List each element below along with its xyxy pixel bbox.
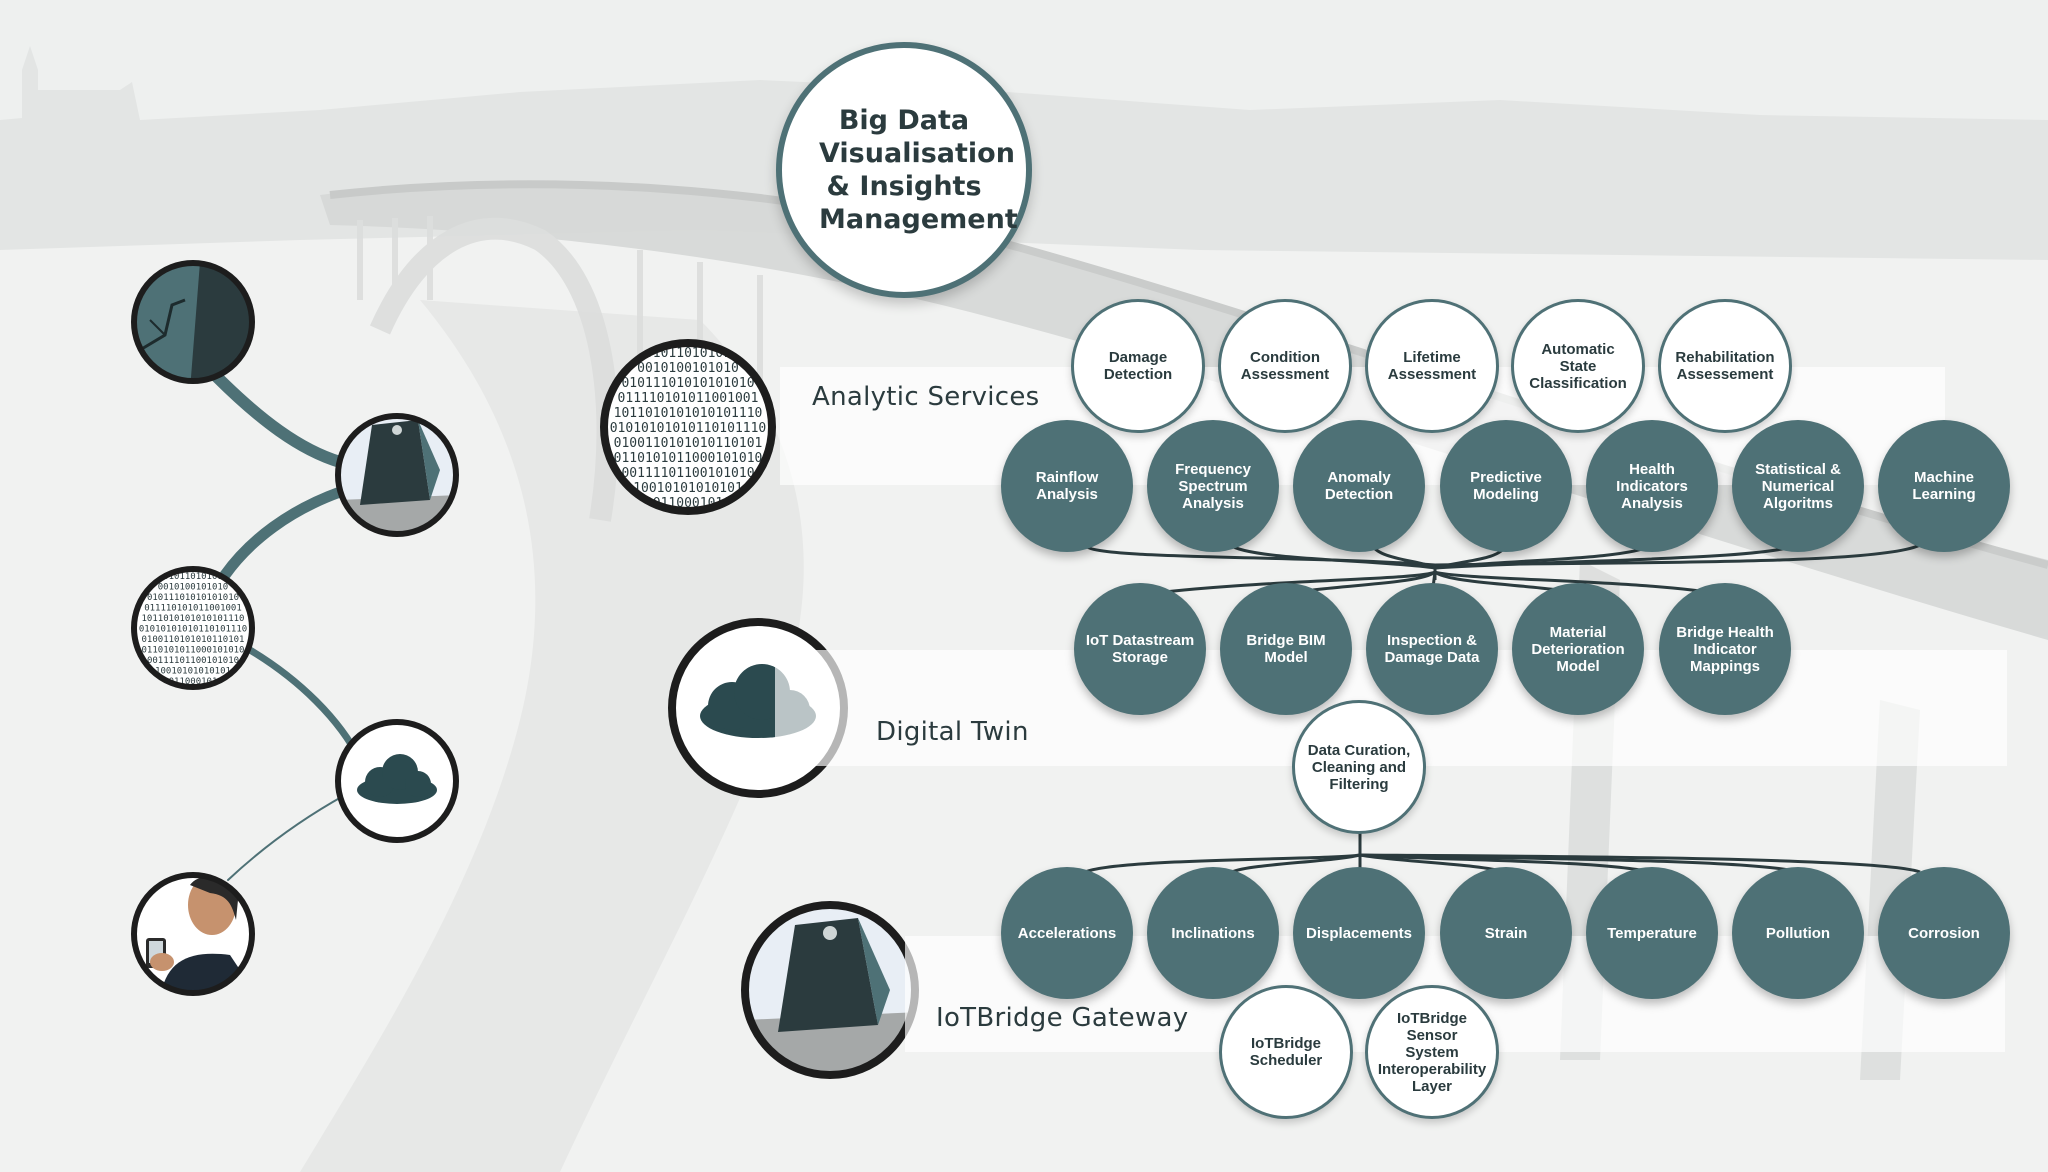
user-phone-icon xyxy=(131,872,255,996)
sensor-bubble: Temperature xyxy=(1586,867,1718,999)
sensor-label: Displacements xyxy=(1306,924,1412,942)
center-title-bubble: Big Data Visualisation & Insights Manage… xyxy=(776,42,1032,298)
cloud-icon xyxy=(335,719,459,843)
binary-line: 10010101010101 xyxy=(155,667,231,677)
assessment-bubble: Damage Detection xyxy=(1071,299,1205,433)
gateway-component-label: IoTBridge Sensor System Interoperability… xyxy=(1377,1009,1487,1095)
binary-line: 0100110101010110101 xyxy=(142,635,245,645)
gateway-label: IoTBridge Gateway xyxy=(936,1003,1189,1033)
analytic-method-bubble: Machine Learning xyxy=(1878,420,2010,552)
analytic-method-bubble: Frequency Spectrum Analysis xyxy=(1147,420,1279,552)
center-title: Big Data Visualisation & Insights Manage… xyxy=(819,105,1018,235)
digital-twin-model-bubble: Bridge BIM Model xyxy=(1220,583,1352,715)
binary-line: 01011101010101010 xyxy=(147,593,239,603)
binary-line: 1011010101010101110 xyxy=(614,406,763,421)
gateway-device-icon xyxy=(741,901,919,1079)
sensor-label: Strain xyxy=(1484,924,1528,942)
binary-line: 0110101011000101010 xyxy=(142,646,245,656)
sensor-bubble: Pollution xyxy=(1732,867,1864,999)
sensor-label: Accelerations xyxy=(1017,924,1117,942)
assessment-bubble: Lifetime Assessment xyxy=(1365,299,1499,433)
analytic-method-label: Frequency Spectrum Analysis xyxy=(1175,460,1251,512)
left-chain-icons: 0101101010100101001010100101110101010101… xyxy=(131,260,459,996)
binary-line: 01010101010110101110 xyxy=(610,421,767,436)
binary-line: 0010100101010 xyxy=(637,361,739,376)
sensor-label: Pollution xyxy=(1765,924,1831,942)
assessment-label: Condition Assessment xyxy=(1240,349,1330,383)
digital-twin-model-label: Bridge BIM Model xyxy=(1246,632,1326,666)
binary-line: 1011010101010101110 xyxy=(142,614,245,624)
binary-line: 0100110101010110101 xyxy=(614,436,763,451)
binary-line: 01010101010110101110 xyxy=(139,625,247,635)
binary-line: 01011101010101010 xyxy=(621,376,754,391)
analytic-method-bubble: Anomaly Detection xyxy=(1293,420,1425,552)
sensor-bubble: Inclinations xyxy=(1147,867,1279,999)
analytic-method-bubble: Predictive Modeling xyxy=(1440,420,1572,552)
binary-line: 0010100101010 xyxy=(158,583,228,593)
analytic-method-label: Health Indicators Analysis xyxy=(1616,460,1688,512)
assessment-label: Rehabilitation Assessement xyxy=(1675,349,1775,383)
binary-line: 01011010101 xyxy=(163,572,223,582)
binary-line: 00110001010 xyxy=(163,677,223,687)
analytic-method-label: Anomaly Detection xyxy=(1324,469,1394,503)
binary-data-icon: 0101101010100101001010100101110101010101… xyxy=(131,566,255,690)
digital-twin-model-label: Material Deterioration Model xyxy=(1531,623,1625,675)
sensor-bubble: Strain xyxy=(1440,867,1572,999)
analytic-method-label: Predictive Modeling xyxy=(1470,469,1542,503)
assessment-bubble: Rehabilitation Assessement xyxy=(1658,299,1792,433)
binary-line: 00111101100101010 xyxy=(147,656,239,666)
analytic-method-bubble: Health Indicators Analysis xyxy=(1586,420,1718,552)
gateway-component-label: IoTBridge Scheduler xyxy=(1249,1035,1323,1069)
binary-line: 00111101100101010 xyxy=(621,466,754,481)
assessment-bubble: Automatic State Classification xyxy=(1511,299,1645,433)
analytic-method-label: Rainflow Analysis xyxy=(1035,469,1099,503)
digital-twin-model-bubble: Material Deterioration Model xyxy=(1512,583,1644,715)
assessment-bubble: Condition Assessment xyxy=(1218,299,1352,433)
binary-line: 011110101011001001 xyxy=(618,391,759,406)
binary-data-icon: 0101101010100101001010100101110101010101… xyxy=(600,339,776,515)
assessment-label: Lifetime Assessment xyxy=(1387,349,1477,383)
sensor-label: Corrosion xyxy=(1908,924,1980,942)
sensor-tree-connectors xyxy=(1084,832,1921,874)
sensor-bubble: Displacements xyxy=(1293,867,1425,999)
digital-twin-model-bubble: Inspection & Damage Data xyxy=(1366,583,1498,715)
analytic-services-label: Analytic Services xyxy=(812,382,1040,412)
digital-twin-model-bubble: Bridge Health Indicator Mappings xyxy=(1659,583,1791,715)
sensor-label: Inclinations xyxy=(1171,924,1255,942)
analytic-method-label: Statistical & Numerical Algoritms xyxy=(1755,460,1841,512)
digital-twin-model-bubble: IoT Datastream Storage xyxy=(1074,583,1206,715)
analytic-method-bubble: Rainflow Analysis xyxy=(1001,420,1133,552)
sensor-label: Temperature xyxy=(1607,924,1697,942)
digital-twin-model-label: Inspection & Damage Data xyxy=(1384,632,1480,666)
digital-twin-model-label: IoT Datastream Storage xyxy=(1085,632,1195,666)
digital-twin-label: Digital Twin xyxy=(876,717,1029,747)
analytic-method-bubble: Statistical & Numerical Algoritms xyxy=(1732,420,1864,552)
analytic-method-label: Machine Learning xyxy=(1912,469,1976,503)
sensor-bubble: Corrosion xyxy=(1878,867,2010,999)
digital-twin-model-label: Bridge Health Indicator Mappings xyxy=(1676,623,1774,675)
assessment-label: Damage Detection xyxy=(1103,349,1173,383)
gateway-component-bubble: IoTBridge Sensor System Interoperability… xyxy=(1365,985,1499,1119)
binary-line: 011110101011001001 xyxy=(144,604,242,614)
sensor-bubble: Accelerations xyxy=(1001,867,1133,999)
layer-icons: 0101101010100101001010100101110101010101… xyxy=(600,339,919,1079)
data-curation-bubble: Data Curation, Cleaning and Filtering xyxy=(1292,700,1426,834)
binary-line: 0110101011000101010 xyxy=(614,451,763,466)
bridge-crack-icon xyxy=(131,260,255,384)
assessment-label: Automatic State Classification xyxy=(1529,340,1627,392)
gateway-component-bubble: IoTBridge Scheduler xyxy=(1219,985,1353,1119)
binary-line: 10010101010101 xyxy=(633,481,743,496)
